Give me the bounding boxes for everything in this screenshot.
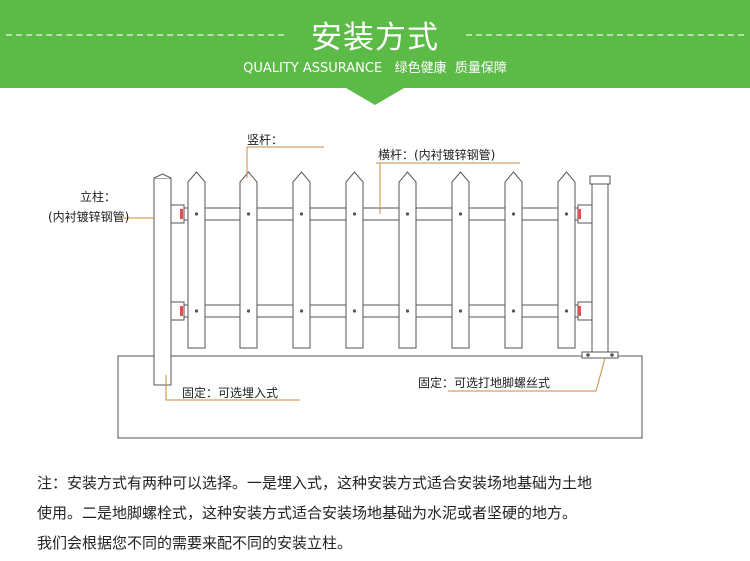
- picket: [398, 171, 417, 349]
- right-post: [591, 177, 609, 357]
- note-line-2: 使用。二是地脚螺栓式，这种安装方式适合安装场地基础为水泥或者坚硬的地方。: [37, 504, 578, 522]
- label-post-detail: (内衬镀锌钢管): [48, 210, 130, 224]
- left-post: [153, 177, 172, 386]
- picket: [187, 171, 206, 349]
- label-picket: 竖杆：: [247, 133, 284, 147]
- leader-buried: [165, 375, 300, 401]
- picket: [292, 171, 311, 349]
- ground-base: [117, 355, 643, 439]
- picket: [451, 171, 470, 349]
- label-rail: 横杆：(内衬镀锌钢管): [378, 148, 496, 162]
- note-line-3: 我们会根据您不同的需要来配不同的安装立柱。: [37, 534, 353, 552]
- page-subtitle: QUALITY ASSURANCE 绿色健康 质量保障: [243, 61, 507, 76]
- picket: [345, 171, 364, 349]
- picket: [504, 171, 523, 349]
- picket: [239, 171, 258, 349]
- base-plate: [581, 351, 619, 359]
- label-fix-buried: 固定：可选埋入式: [182, 386, 279, 400]
- label-fix-bolt: 固定：可选打地脚螺丝式: [418, 376, 551, 390]
- left-post-cap: [153, 173, 172, 179]
- leader-bolt: [448, 357, 606, 392]
- note-line-1: 注：安装方式有两种可以选择。一是埋入式，这种安装方式适合安装场地基础为土地: [37, 474, 593, 492]
- page-title: 安装方式: [311, 20, 439, 56]
- header-divider-left: [6, 34, 284, 36]
- label-post: 立柱：: [80, 190, 117, 204]
- bottom-rail: [169, 304, 591, 318]
- header-divider-right: [466, 34, 744, 36]
- right-post-cap: [589, 175, 611, 185]
- banner-pointer: [346, 88, 404, 105]
- header-banner: 安装方式 QUALITY ASSURANCE 绿色健康 质量保障: [0, 0, 750, 88]
- picket: [557, 171, 576, 349]
